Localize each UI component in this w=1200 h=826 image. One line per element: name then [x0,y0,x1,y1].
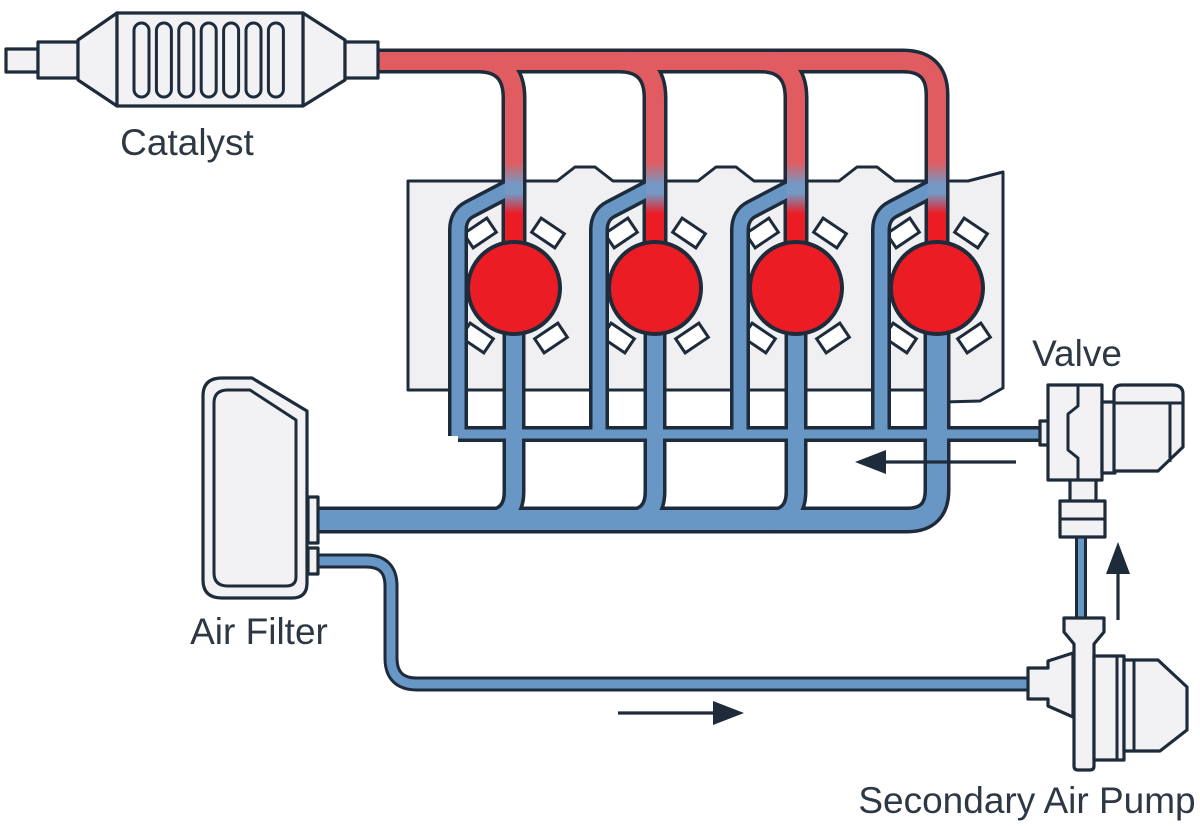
catalyst-coils-icon [132,21,285,99]
air-filter-body [201,376,309,600]
tappet-icon [952,216,990,250]
diagram-labels: Catalyst Air Filter Valve Secondary Air … [120,122,1195,821]
secondary-air-pump-label: Secondary Air Pump [858,780,1195,821]
tappet-icon [673,321,711,355]
tappet-icon [811,216,849,250]
cylinder-intake-pipe [624,330,663,528]
valve-body [1046,383,1104,482]
intake-manifold-pipe [316,330,947,530]
tappet-icon [955,321,993,355]
filter-to-pump-pipe [316,556,1034,689]
pump-inlet-funnel [1026,651,1075,719]
exhaust-riser-pipe [618,52,664,242]
tappet-icon [743,216,781,250]
injection-pipe [733,181,798,436]
injection-pipe [592,181,657,436]
cylinder-4 [889,240,985,336]
cylinder-3 [748,240,844,336]
arrow-right-icon [618,701,744,725]
air-filter-component [201,376,320,600]
tappet-icon [602,216,640,250]
arrow-up-icon [1106,542,1130,620]
air-filter-port-lower [306,546,320,576]
tappet-icon [532,321,570,355]
exhaust-riser-pipe [477,52,523,242]
catalyst-right-connector [343,40,380,80]
exhaust-pipes [374,52,946,242]
exhaust-manifold-pipe [374,52,946,242]
air-filter-port-upper [306,495,320,545]
cylinder-1 [466,240,562,336]
catalyst-left-connector [36,40,80,80]
catalyst-label: Catalyst [120,122,254,163]
catalyst-left-cone [76,11,119,108]
cylinder-intake-pipe [483,330,522,528]
valve-solenoid [1112,383,1185,473]
tappet-icon [670,216,708,250]
tappet-icon [529,216,567,250]
cylinders [466,240,985,336]
flow-arrows [618,450,1130,725]
valve-component [1038,383,1185,539]
valve-stem [1068,476,1098,505]
cylinder-2 [607,240,703,336]
air-filter-label: Air Filter [190,611,328,652]
air-filter-inner-outline [212,388,298,588]
secondary-air-pump-component [1026,616,1189,772]
cylinder-tappet-marks [458,216,993,355]
tappet-icon [814,321,852,355]
valve-body-profile [1066,385,1080,480]
tappet-icon [884,216,922,250]
cylinder-intake-pipe [765,330,804,528]
pump-motor [1122,658,1189,753]
catalyst-component [4,11,380,108]
air-pipes [316,181,1084,689]
catalyst-left-stub [4,47,40,74]
catalyst-body [115,11,305,108]
pump-housing [1092,654,1126,762]
valve-label: Valve [1032,333,1122,374]
arrow-left-icon [855,450,1016,474]
injection-pipe [874,181,939,436]
injection-pipe [451,181,516,436]
catalyst-right-cone [301,11,347,108]
tappet-icon [461,216,499,250]
exhaust-riser-pipe [759,52,805,242]
